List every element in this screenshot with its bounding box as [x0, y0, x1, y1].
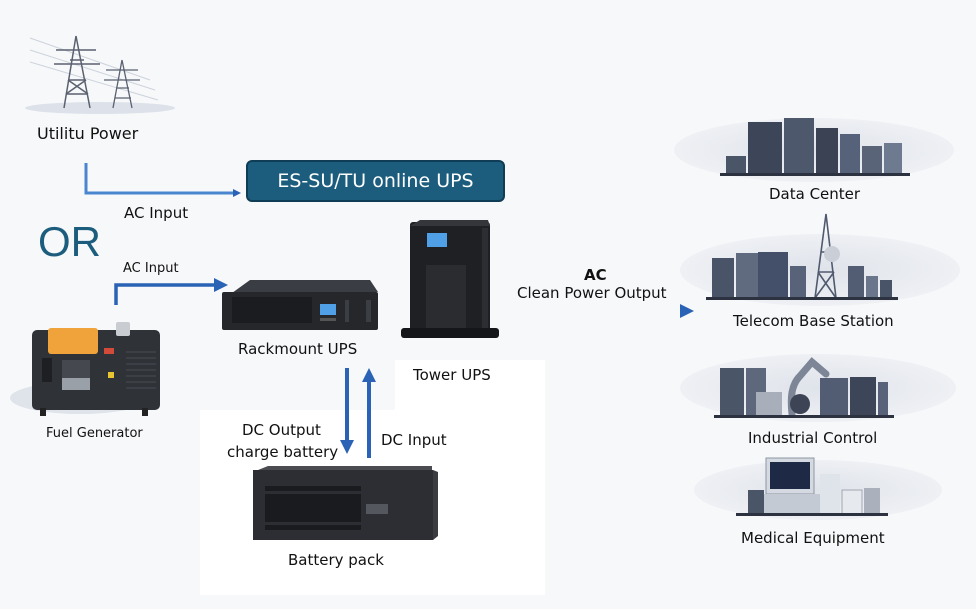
application-label-industrial: Industrial Control [748, 429, 878, 447]
generator-ac-input-label: AC Input [123, 261, 179, 276]
utility-ac-arrow [84, 163, 241, 197]
ac-output-title: AC [584, 266, 607, 284]
application-label-data-center: Data Center [769, 185, 861, 203]
battery-pack-label: Battery pack [288, 551, 384, 569]
battery-pack-icon [253, 466, 438, 540]
dc-input-label: DC Input [381, 431, 447, 449]
dc-output-sublabel: charge battery [227, 443, 339, 461]
tower-ups-label: Tower UPS [413, 366, 491, 384]
dc-output-label: DC Output [242, 421, 321, 439]
rackmount-ups-icon [222, 280, 378, 330]
fuel-generator-label: Fuel Generator [46, 426, 143, 441]
telecom-tower-icon [680, 213, 960, 306]
ups-title-box: ES-SU/TU online UPS [246, 160, 505, 202]
utility-ac-input-label: AC Input [124, 204, 189, 222]
rackmount-ups-label: Rackmount UPS [238, 340, 358, 358]
tower-ups-icon [401, 220, 499, 338]
or-label: OR [38, 218, 101, 265]
application-label-medical: Medical Equipment [741, 529, 885, 547]
medical-monitor-icon [694, 457, 942, 520]
generator-ac-arrow [114, 278, 228, 305]
tower-panel [395, 360, 545, 415]
power-tower-icon [25, 35, 175, 114]
generator-icon [10, 322, 160, 416]
robot-arm-icon [680, 354, 956, 422]
application-label-telecom: Telecom Base Station [733, 312, 894, 330]
ac-output-subtitle: Clean Power Output [517, 284, 667, 302]
utility-power-label: Utilitu Power [37, 124, 139, 143]
data-center-icon [674, 118, 954, 182]
